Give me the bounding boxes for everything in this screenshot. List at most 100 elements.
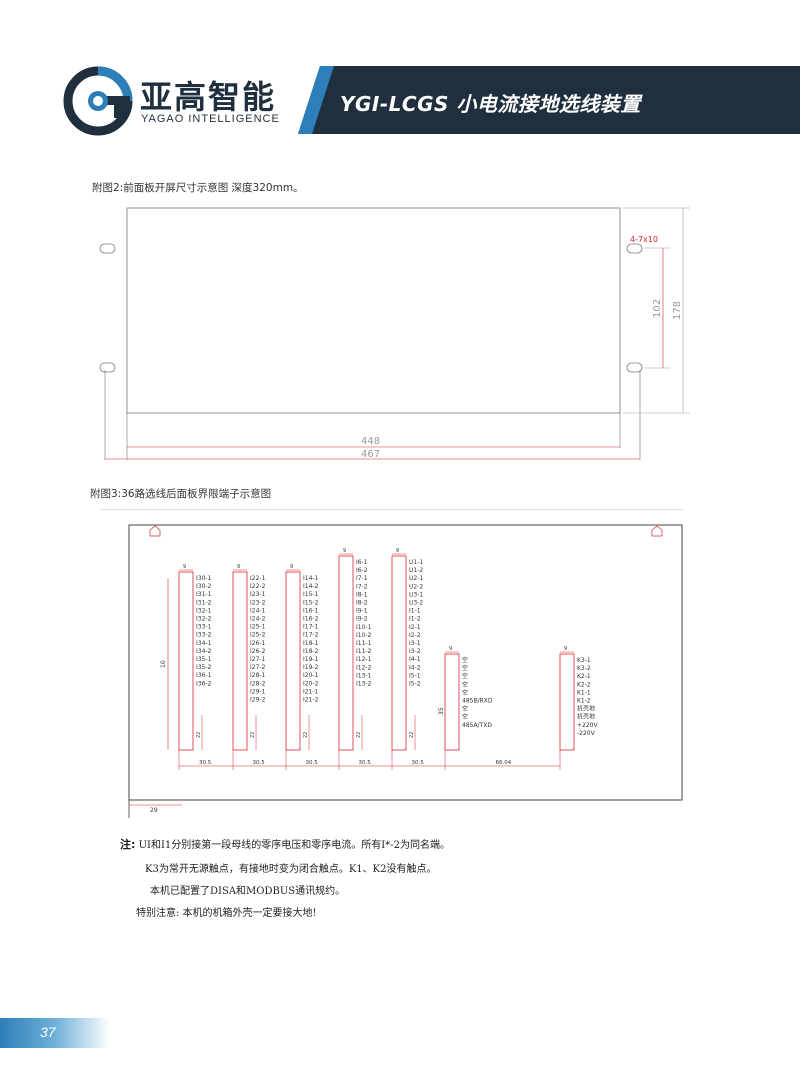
dim-467-label: 467 xyxy=(361,449,380,460)
dim-22-label: 22 xyxy=(409,732,415,738)
terminal-label: I12-2 xyxy=(356,664,372,671)
terminal-label: I25-2 xyxy=(250,632,266,639)
terminal-label: I26-2 xyxy=(250,648,266,655)
hole-dimension-label: 4-7x10 xyxy=(630,235,658,244)
terminal-label: I32-2 xyxy=(196,616,212,623)
mount-hole xyxy=(149,525,161,537)
terminal-block xyxy=(232,571,248,751)
terminal-label: I1-1 xyxy=(409,608,421,615)
terminal-label: I34-1 xyxy=(196,640,212,647)
terminal-label: I33-2 xyxy=(196,632,212,639)
terminal-label: U3-1 xyxy=(409,591,423,598)
terminal-label: I28-1 xyxy=(250,672,266,679)
note-line-4: 特别注意: 本机的机箱外壳一定要接大地! xyxy=(136,908,317,919)
front-panel-dimension-drawing: 4-7x10 102 178 448 467 xyxy=(99,207,690,460)
terminal-label: I4-1 xyxy=(409,656,421,663)
note-line-1: 注: UI和I1分别接第一段母线的零序电压和零序电流。所有I*-2为同名端。 xyxy=(120,838,450,851)
terminal-label: I36-1 xyxy=(196,672,212,679)
product-title: YGI-LCGS 小电流接地选线装置 xyxy=(340,92,641,116)
terminal-label: I28-2 xyxy=(250,680,266,687)
terminal-label: 空 xyxy=(462,680,468,688)
terminal-label: I3-2 xyxy=(409,648,421,655)
terminal-label: I16-1 xyxy=(303,607,319,614)
mount-hole xyxy=(651,525,663,537)
terminal-label: I23-2 xyxy=(250,599,266,606)
terminal-label: I29-1 xyxy=(250,688,266,695)
spacing-label: 30.5 xyxy=(306,760,319,766)
terminal-label: K3-2 xyxy=(577,665,591,672)
terminal-label: I33-1 xyxy=(196,624,212,631)
terminal-label: K2-2 xyxy=(577,681,591,688)
terminal-label: I17-2 xyxy=(303,632,319,639)
terminal-label: I2-1 xyxy=(409,624,421,631)
page-number-bar xyxy=(0,1018,110,1048)
terminal-label: I32-1 xyxy=(196,607,212,614)
terminal-label: I26-1 xyxy=(250,640,266,647)
terminal-label: I19-1 xyxy=(303,656,319,663)
dim-9-label: 9 xyxy=(343,548,346,554)
terminal-label: 机壳地 xyxy=(577,705,595,713)
title-banner xyxy=(298,66,800,134)
terminal-label: K1-2 xyxy=(577,698,591,705)
terminal-label: 485B/RXD xyxy=(462,698,493,705)
figure2-caption: 附图2:前面板开屏尺寸示意图 深度320mm。 xyxy=(92,182,304,194)
brand-name-en: YAGAO INTELLIGENCE xyxy=(141,113,280,125)
dim-9-label: 9 xyxy=(237,564,240,570)
terminal-label: I30-1 xyxy=(196,575,212,582)
terminal-label: I9-1 xyxy=(356,608,368,615)
figure3-caption: 附图3:36路选线后面板界限端子示意图 xyxy=(90,488,272,500)
terminal-block xyxy=(559,653,575,751)
dim-178-label: 178 xyxy=(672,301,683,320)
terminal-label: I15-1 xyxy=(303,591,319,598)
dim-9-label: 9 xyxy=(183,564,186,570)
dim-10-label: 10 xyxy=(160,660,167,668)
terminal-label: I17-1 xyxy=(303,624,319,631)
terminal-label: I14-2 xyxy=(303,583,319,590)
terminal-label: I14-1 xyxy=(303,575,319,582)
note-label: 注: xyxy=(120,838,136,851)
terminal-label: I34-2 xyxy=(196,648,212,655)
terminal-label: I24-2 xyxy=(250,616,266,623)
terminal-label: I29-2 xyxy=(250,697,266,704)
terminal-label: I6-1 xyxy=(356,559,368,566)
brand-name-cn: 亚高智能 xyxy=(140,78,277,116)
dim-35-label: 35 xyxy=(438,707,445,715)
dim-9-label: 9 xyxy=(564,646,567,652)
terminal-label: 机壳地 xyxy=(577,713,595,721)
dim-448-label: 448 xyxy=(361,436,380,447)
spacing-label: 30.5 xyxy=(199,760,212,766)
spacing-label: 66.04 xyxy=(496,760,512,766)
page-number: 37 xyxy=(40,1024,56,1040)
terminal-label: K1-1 xyxy=(577,689,591,696)
terminal-label: I11-2 xyxy=(356,648,372,655)
terminal-label: I23-1 xyxy=(250,591,266,598)
terminal-label: 空 xyxy=(462,713,468,721)
terminal-label: I13-1 xyxy=(356,672,372,679)
terminal-label: I20-2 xyxy=(303,680,319,687)
mount-hole xyxy=(626,362,643,373)
terminal-label: I27-1 xyxy=(250,656,266,663)
dim-102-label: 102 xyxy=(652,299,663,318)
terminal-label: I22-1 xyxy=(250,575,266,582)
terminal-block xyxy=(391,555,407,751)
terminal-block xyxy=(338,555,354,751)
terminal-label: 空 xyxy=(462,656,468,664)
terminal-label: U2-1 xyxy=(409,575,423,582)
terminal-block xyxy=(444,653,460,751)
terminal-label: K2-1 xyxy=(577,673,591,680)
terminal-label: I22-2 xyxy=(250,583,266,590)
divider xyxy=(100,509,683,510)
terminal-label: I7-1 xyxy=(356,575,368,582)
dim-29-label: 29 xyxy=(150,807,158,814)
dim-22-label: 22 xyxy=(250,732,256,738)
mount-hole xyxy=(626,243,643,254)
terminal-label: U2-2 xyxy=(409,583,423,590)
terminal-block xyxy=(285,571,301,751)
yagao-logo-icon xyxy=(63,66,133,136)
terminal-label: 空 xyxy=(462,664,468,672)
terminal-label: I5-1 xyxy=(409,672,421,679)
mount-hole xyxy=(99,243,116,254)
terminal-label: I1-2 xyxy=(409,616,421,623)
note-line-3: 本机已配置了DISA和MODBUS通讯规约。 xyxy=(150,886,346,897)
terminal-label: 空 xyxy=(462,688,468,696)
